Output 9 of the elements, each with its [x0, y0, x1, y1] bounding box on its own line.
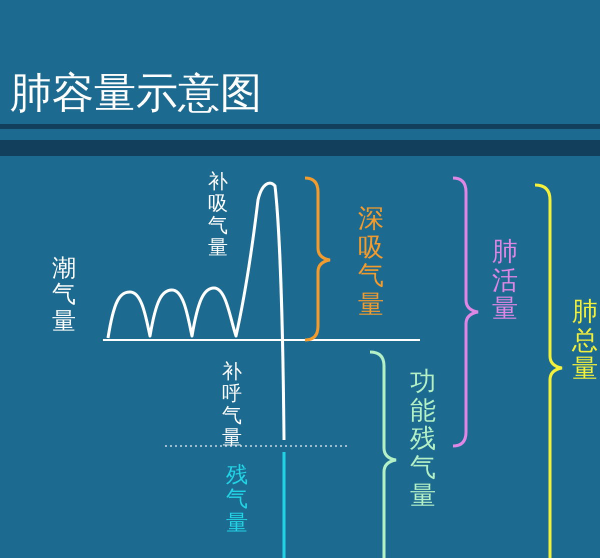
volume-label: 补吸气量 [208, 170, 228, 258]
volume-label: 肺活量 [492, 238, 518, 324]
volume-label: 功能残气量 [410, 368, 436, 511]
title: 肺容量示意图 [10, 72, 262, 114]
volume-label: 残气量 [226, 464, 248, 537]
volume-label: 补呼气量 [222, 360, 242, 448]
volume-label: 潮气量 [52, 255, 76, 334]
volume-label: 肺总量 [572, 298, 598, 384]
volume-label: 深吸气量 [358, 205, 384, 320]
